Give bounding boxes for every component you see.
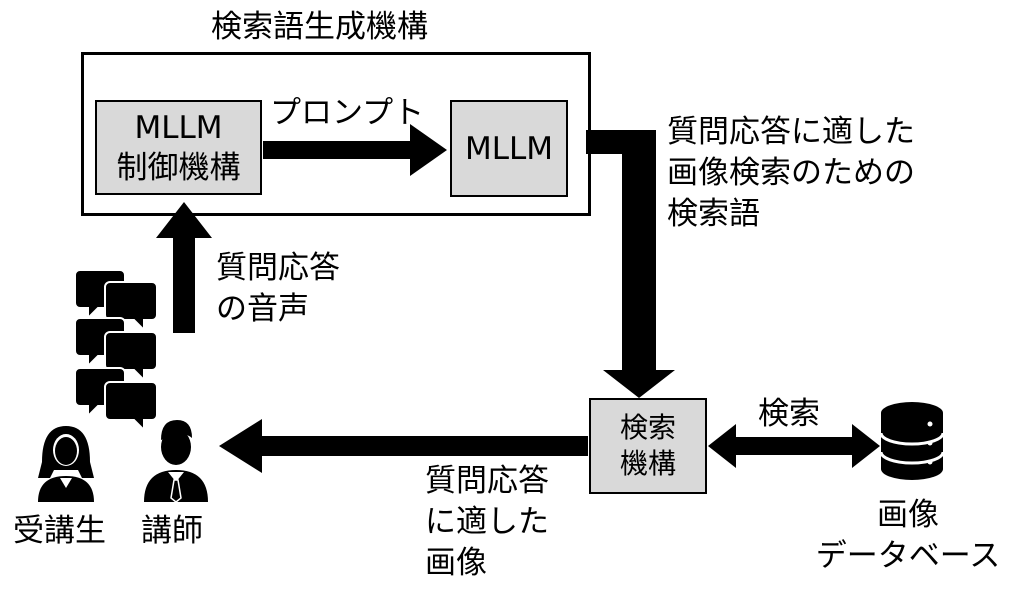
result-line: に適した <box>425 504 549 540</box>
controller-label-line1: MLLM <box>134 109 223 146</box>
search-terms-arrow <box>586 130 675 398</box>
result-arrow <box>219 419 588 473</box>
lecturer-icon <box>144 420 208 503</box>
result-line: 画像 <box>425 545 487 581</box>
search-terms-line: 画像検索のための <box>667 155 915 191</box>
lecturer-label: 講師 <box>141 513 203 549</box>
search-label: 検索 <box>758 396 820 432</box>
prompt-label: プロンプト <box>270 95 425 131</box>
database-icon <box>879 402 945 480</box>
speech-bubbles-icon <box>74 269 158 433</box>
search-engine-box: 検索 機構 <box>589 398 707 494</box>
student-icon <box>38 426 94 502</box>
search-terms-label: 質問応答に適した 画像検索のための 検索語 <box>667 112 915 235</box>
qa-audio-line: 質問応答 <box>216 250 340 286</box>
search-double-arrow <box>708 424 880 468</box>
qa-audio-arrow <box>156 202 212 333</box>
mllm-box: MLLM <box>450 100 568 197</box>
result-line: 質問応答 <box>425 463 549 499</box>
qa-audio-line: の音声 <box>216 291 309 327</box>
database-label: 画像 データベース <box>808 495 1008 577</box>
controller-box: MLLM 制御機構 <box>95 100 262 195</box>
search-engine-line: 機構 <box>619 447 676 480</box>
search-terms-line: 検索語 <box>667 196 760 232</box>
prompt-arrow <box>263 124 447 176</box>
student-label: 受講生 <box>13 513 106 549</box>
generator-title: 検索語生成機構 <box>211 9 428 45</box>
search-engine-line: 検索 <box>619 411 676 444</box>
mllm-label: MLLM <box>464 130 554 167</box>
database-line: 画像 <box>877 497 939 533</box>
result-label: 質問応答 に適した 画像 <box>425 461 549 584</box>
search-terms-line: 質問応答に適した <box>667 114 915 150</box>
qa-audio-label: 質問応答 の音声 <box>216 248 340 330</box>
database-line: データベース <box>815 538 1001 574</box>
generator-box <box>81 52 591 216</box>
controller-label-line2: 制御機構 <box>116 149 241 186</box>
